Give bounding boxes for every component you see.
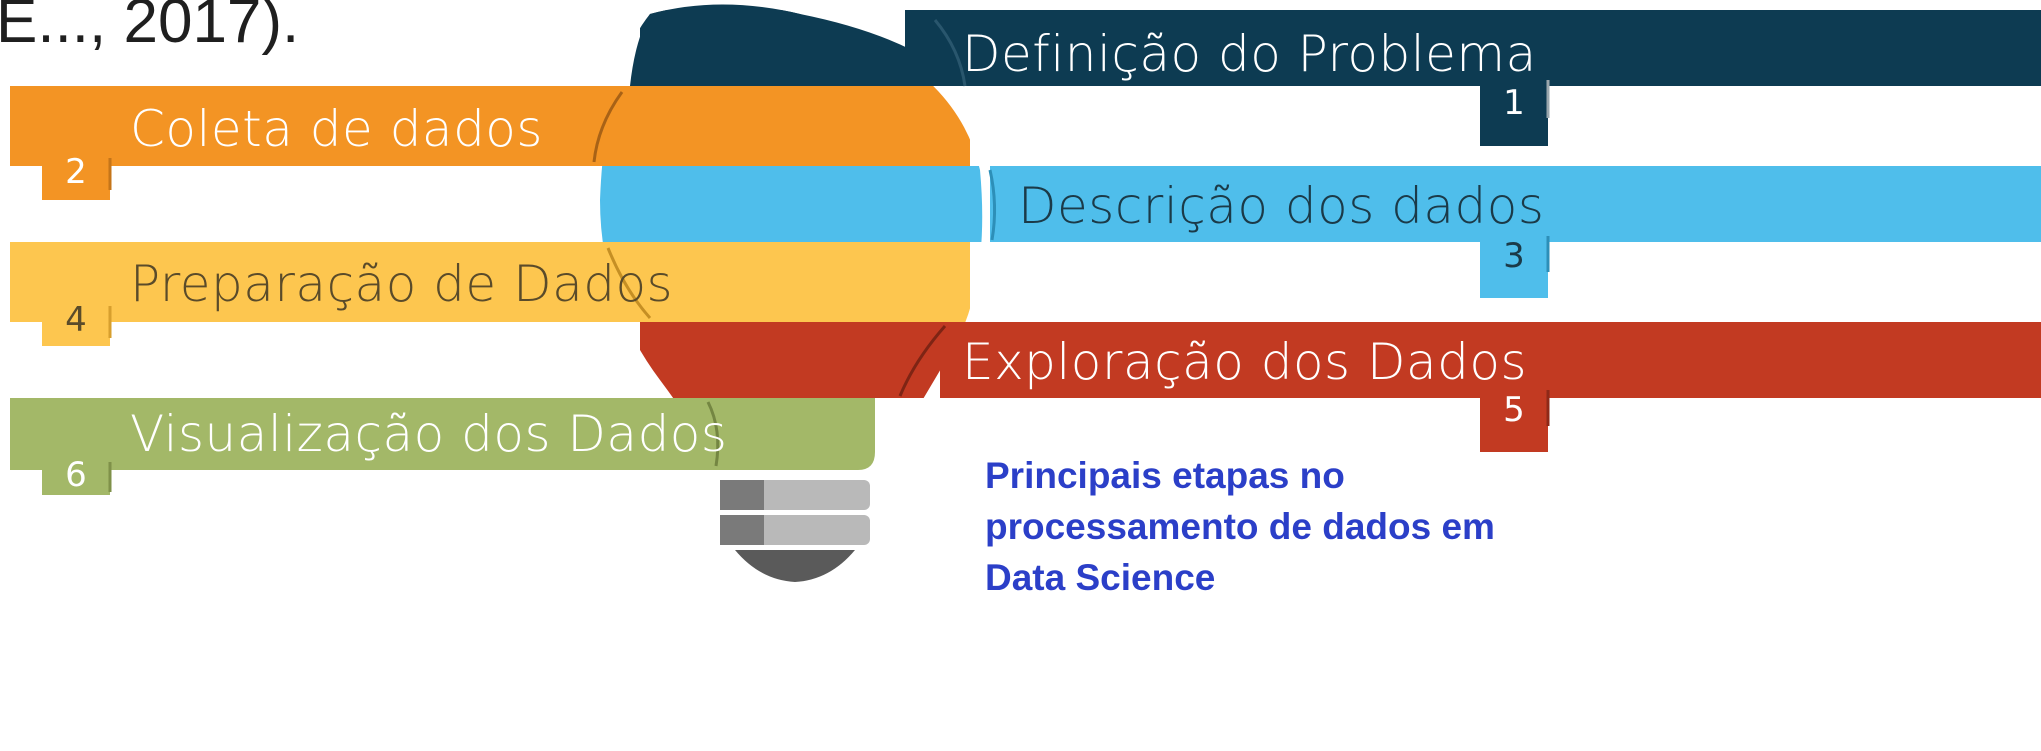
caption-line-1: Principais etapas no [985,455,1345,496]
step-2-band [10,86,970,200]
step-1-number-tab [1480,70,1548,146]
caption-line-3: Data Science [985,557,1216,598]
step-1-band [630,4,2041,146]
step-6-label: Visualização dos Dados [130,405,728,463]
step-5-number: 5 [1503,390,1525,430]
bulb-base [720,480,870,582]
step-6-band [10,398,875,495]
citation-fragment: E..., 2017). [0,0,300,56]
step-3-number-tab [1480,228,1548,298]
step-4-number-tab [42,306,110,346]
step-2-number: 2 [65,152,87,192]
step-4-number: 4 [65,300,87,340]
step-3-label: Descrição dos dados [1018,177,1545,235]
step-1-number: 1 [1503,83,1525,123]
step-3-number: 3 [1503,236,1525,276]
step-3-band [600,166,2041,298]
step-4-label: Preparação de Dados [130,255,674,313]
step-4-band [10,242,970,346]
diagram-caption: Principais etapas no processamento de da… [985,450,1495,603]
step-5-number-tab [1480,380,1548,452]
caption-line-2: processamento de dados em [985,506,1495,547]
step-6-number-tab [42,455,110,495]
step-2-label: Coleta de dados [130,100,543,158]
step-6-number: 6 [65,455,87,495]
step-2-number-tab [42,150,110,200]
step-5-label: Exploração dos Dados [962,333,1528,391]
step-1-label: Definição do Problema [962,25,1537,83]
step-5-band [640,322,2041,452]
